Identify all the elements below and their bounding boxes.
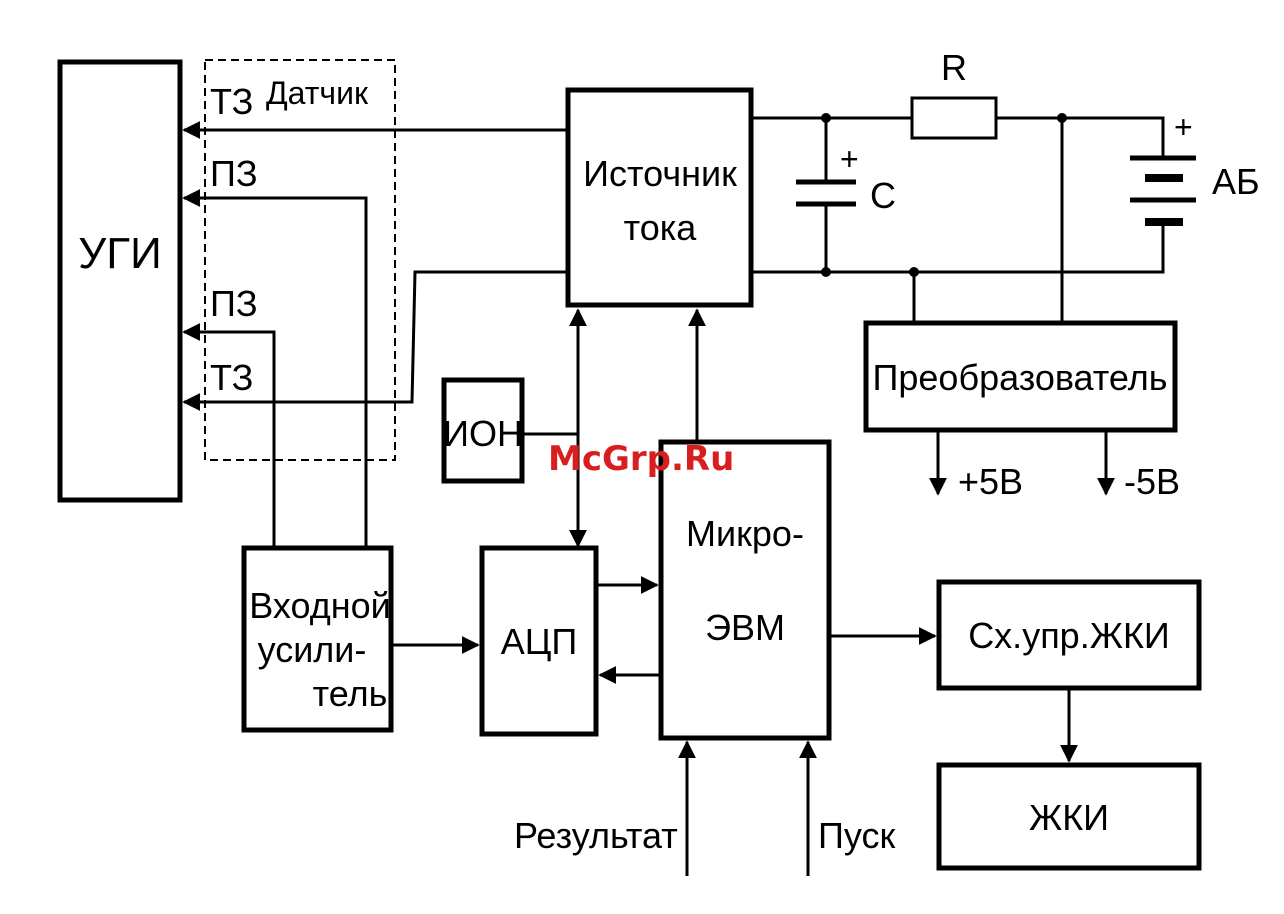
adc-label: АЦП bbox=[501, 621, 578, 662]
amp-label-line2: усили- bbox=[258, 629, 367, 670]
ugi-label: УГИ bbox=[78, 229, 161, 278]
source-label-line2: тока bbox=[624, 207, 698, 248]
start-label: Пуск bbox=[818, 815, 895, 856]
watermark: McGrp.Ru bbox=[548, 439, 734, 479]
source-label-line1: Источник bbox=[583, 153, 737, 194]
current-source-block bbox=[568, 90, 751, 305]
wire-bottom-rail bbox=[751, 222, 1163, 272]
plus5-label: +5В bbox=[958, 461, 1023, 502]
resistor-symbol bbox=[912, 98, 996, 138]
capacitor-label: C bbox=[870, 175, 896, 216]
t3-bottom-label: ТЗ bbox=[210, 357, 253, 398]
micro-label-line2: ЭВМ bbox=[705, 607, 785, 648]
ugi-block bbox=[60, 62, 180, 500]
junction-dot bbox=[821, 267, 831, 277]
micro-label-line1: Микро- bbox=[686, 513, 804, 554]
result-label: Результат bbox=[514, 815, 678, 856]
converter-label: Преобразователь bbox=[873, 357, 1168, 398]
sensor-label: Датчик bbox=[266, 75, 369, 111]
microcomputer-block bbox=[661, 442, 829, 738]
lcd-controller-label: Сх.упр.ЖКИ bbox=[968, 615, 1170, 656]
junction-dot bbox=[821, 113, 831, 123]
p3-top-label: ПЗ bbox=[210, 153, 258, 194]
minus5-label: -5В bbox=[1124, 461, 1180, 502]
ion-label: ИОН bbox=[443, 413, 523, 454]
battery-plus-label: + bbox=[1174, 109, 1193, 145]
lcd-label: ЖКИ bbox=[1029, 797, 1109, 838]
t3-top-label: ТЗ bbox=[210, 81, 253, 122]
battery-label: АБ bbox=[1212, 161, 1260, 202]
capacitor-plus-label: + bbox=[840, 141, 859, 177]
wire-top-rail-right bbox=[996, 118, 1163, 158]
amp-label-line3: тель bbox=[313, 673, 388, 714]
amp-label-line1: Входной bbox=[249, 585, 390, 626]
p3-bottom-label: ПЗ bbox=[210, 283, 258, 324]
resistor-label: R bbox=[941, 47, 967, 88]
